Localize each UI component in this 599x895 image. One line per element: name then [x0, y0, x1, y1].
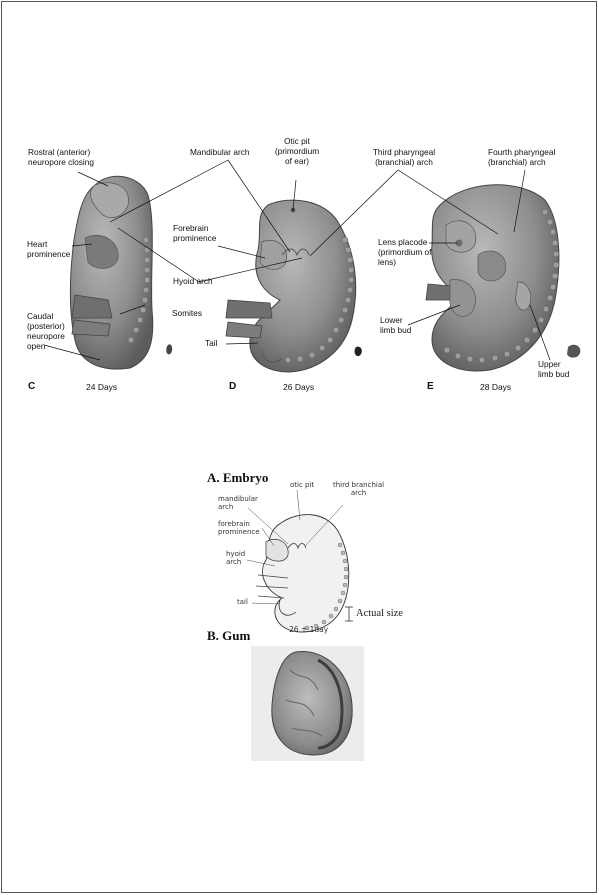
gum-photo [251, 646, 364, 761]
panel-letter-d: D [229, 381, 236, 392]
embryo-e-size-scale [567, 345, 580, 358]
panel-letter-c: C [28, 381, 35, 392]
label-lens-placode: Lens placode (primordium of lens) [378, 238, 431, 268]
bottom-embryo-drawing [247, 490, 349, 632]
hand-label-tail: tail [237, 598, 248, 606]
embryo-e-illustration [426, 185, 559, 371]
embryo-d-illustration [226, 200, 356, 372]
embryo-c-illustration [70, 176, 152, 369]
actual-size-label: Actual size [356, 608, 403, 619]
panel-letter-e: E [427, 381, 434, 392]
embryo-d-size-scale [355, 347, 362, 356]
hand-label-forebrain-prominence: forebrain prominence [218, 520, 260, 536]
label-fourth-pharyngeal-arch: Fourth pharyngeal (branchial) arch [488, 148, 555, 168]
label-tail: Tail [205, 339, 217, 349]
actual-size-scale-bar [345, 607, 353, 621]
panel-c-age: 24 Days [86, 382, 117, 392]
hand-label-hyoid-arch: hyoid arch [226, 550, 245, 566]
embryo-age-label: 26 ± 1day [289, 626, 328, 635]
heading-embryo: A. Embryo [207, 470, 268, 486]
label-third-pharyngeal-arch: Third pharyngeal (branchial) arch [364, 148, 444, 168]
label-otic-pit: Otic pit (primordium of ear) [270, 137, 324, 167]
label-heart-prominence: Heart prominence [27, 240, 70, 260]
label-lower-limb-bud: Lower limb bud [380, 316, 411, 336]
label-forebrain-prominence: Forebrain prominence [173, 224, 216, 244]
label-somites: Somites [172, 309, 202, 319]
hand-label-third-branchial-arch: third branchial arch [333, 481, 384, 497]
hand-label-otic-pit: otic pit [290, 481, 314, 489]
label-upper-limb-bud: Upper limb bud [538, 360, 569, 380]
embryo-c-size-scale [166, 344, 172, 354]
label-caudal-neuropore: Caudal (posterior) neuropore open [27, 312, 65, 352]
label-rostral-neuropore: Rostral (anterior) neuropore closing [28, 148, 94, 168]
hand-label-mandibular-arch: mandibular arch [218, 495, 258, 511]
label-mandibular-arch: Mandibular arch [190, 148, 250, 158]
panel-d-age: 26 Days [283, 382, 314, 392]
label-hyoid-arch: Hyoid arch [173, 277, 213, 287]
panel-e-age: 28 Days [480, 382, 511, 392]
heading-gum: B. Gum [207, 628, 250, 644]
